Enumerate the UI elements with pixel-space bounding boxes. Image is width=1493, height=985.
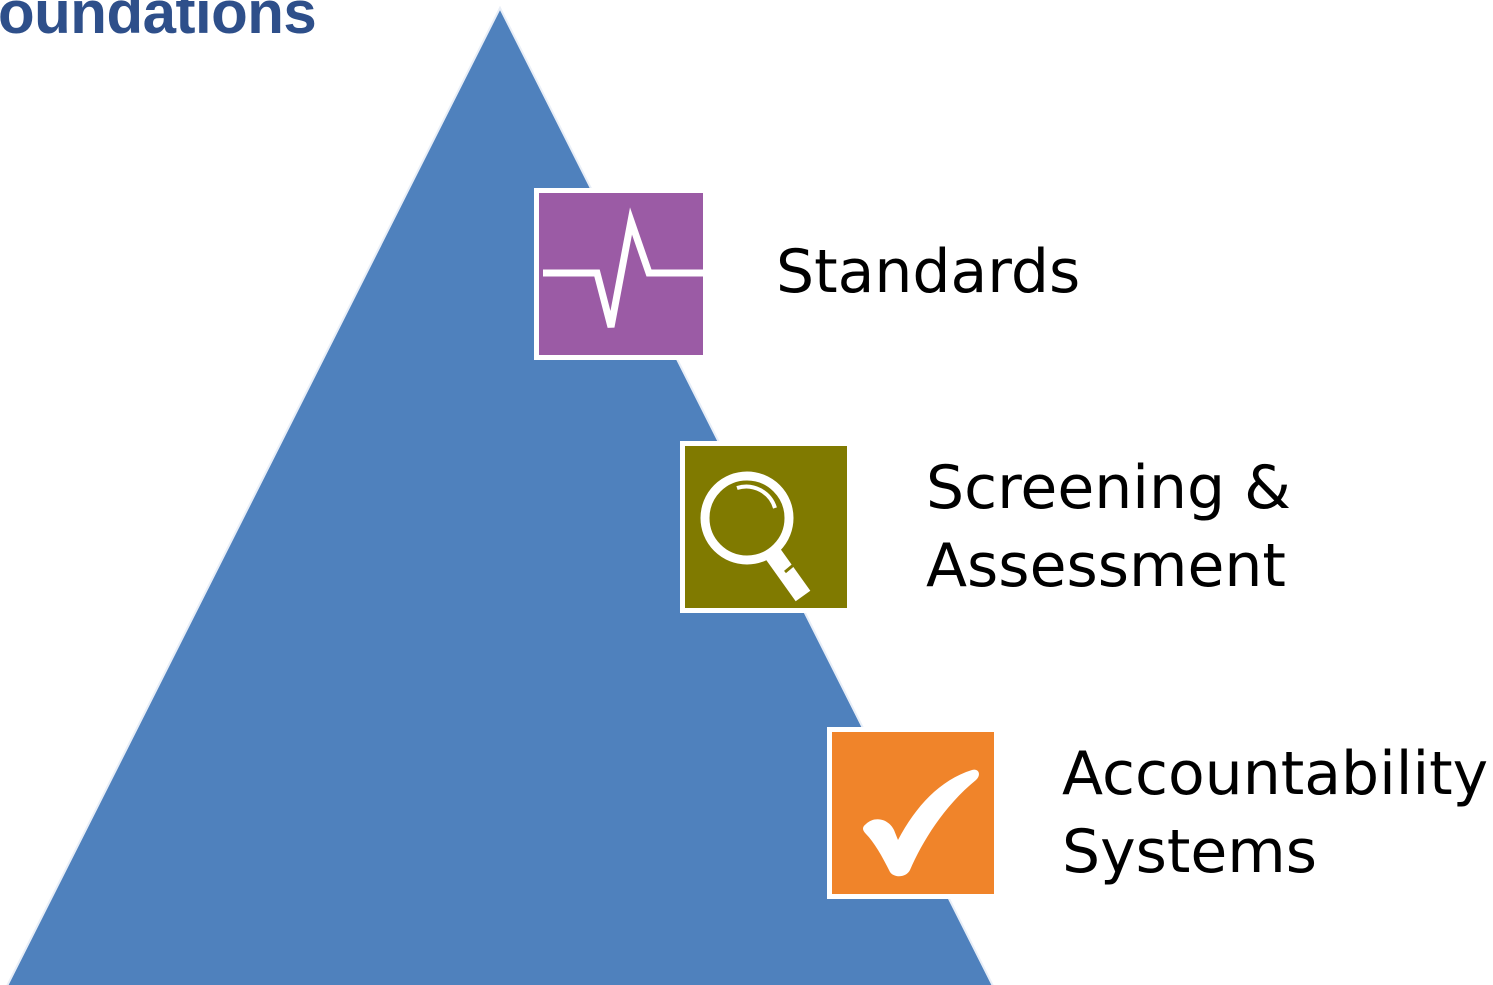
screening-label: Screening & Assessment bbox=[926, 449, 1291, 605]
standards-tile bbox=[534, 188, 708, 360]
slide-title: oundations bbox=[0, 0, 317, 46]
standards-label-line: Standards bbox=[776, 237, 1081, 307]
accountability-tile bbox=[827, 727, 999, 899]
accountability-label-line-1: Accountability bbox=[1062, 739, 1489, 809]
accountability-label: Accountability Systems bbox=[1062, 735, 1488, 891]
screening-tile bbox=[680, 441, 852, 613]
screening-label-line-1: Screening & bbox=[926, 453, 1291, 523]
checkmark-icon bbox=[832, 732, 994, 894]
accountability-label-line-2: Systems bbox=[1062, 817, 1317, 887]
heartbeat-icon bbox=[539, 193, 703, 355]
standards-label: Standards bbox=[776, 233, 1080, 311]
screening-label-line-2: Assessment bbox=[926, 531, 1286, 601]
magnifier-icon bbox=[685, 446, 847, 608]
